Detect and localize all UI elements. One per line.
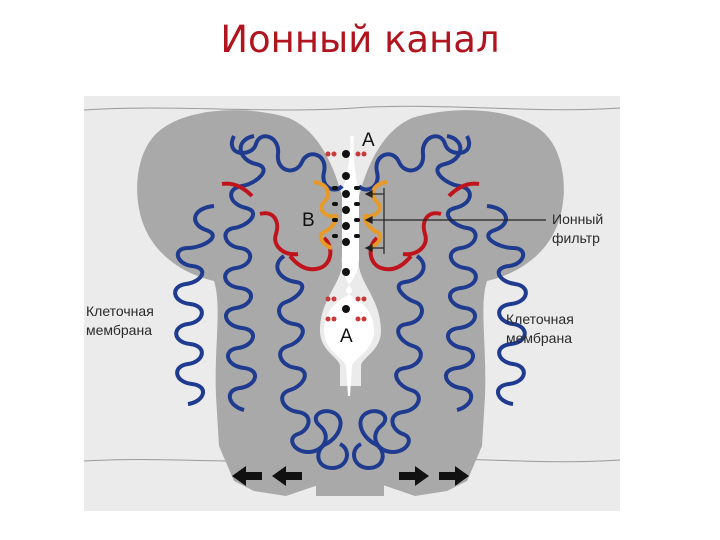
ion xyxy=(342,150,350,158)
filter-label-line1: Ионный xyxy=(552,211,603,227)
hydration-cavity xyxy=(325,296,367,322)
helix-left-outer xyxy=(173,204,215,406)
membrane-left-label-line2: мембрана xyxy=(86,322,152,338)
carbonyl xyxy=(332,234,338,238)
ion-channel-diagram: A B A Ионный фильтр Клеточная мембрана К… xyxy=(84,96,620,511)
water-molecule xyxy=(331,151,337,157)
filter-pointer xyxy=(364,188,546,254)
site-b-label: B xyxy=(302,210,315,231)
ion xyxy=(342,190,350,198)
ion xyxy=(342,268,350,276)
helix-right-pore xyxy=(352,254,426,471)
helix-right-outer xyxy=(486,204,528,406)
filter-arrowhead xyxy=(364,190,373,198)
ion xyxy=(342,238,350,246)
water-molecule xyxy=(355,296,361,302)
selectivity-filter-right xyxy=(362,180,388,250)
water-molecule xyxy=(361,296,367,302)
filter-carbonyls xyxy=(332,186,360,238)
ion xyxy=(342,305,350,313)
filter-arrowhead xyxy=(364,244,373,252)
page-title: Ионный канал xyxy=(220,18,500,61)
water-molecule xyxy=(361,316,367,322)
carbonyl xyxy=(332,218,338,222)
water-molecule xyxy=(355,316,361,322)
right-arrow-icon xyxy=(439,466,469,486)
selectivity-filter-left xyxy=(313,180,339,250)
ion-column xyxy=(342,150,350,313)
helix-left-top xyxy=(229,134,344,192)
membrane-right-label-line2: мембрана xyxy=(506,330,572,346)
right-arrow-icon xyxy=(399,466,429,486)
water-molecule xyxy=(331,316,337,322)
site-a-bottom-label: A xyxy=(340,326,353,347)
water-molecule xyxy=(325,296,331,302)
carbonyl xyxy=(332,186,338,190)
ion xyxy=(342,172,350,180)
water-molecule xyxy=(331,296,337,302)
helix-right-top xyxy=(357,134,472,192)
carbonyl xyxy=(354,218,360,222)
ion xyxy=(342,206,350,214)
hydration-top xyxy=(325,151,367,157)
membrane-boundary-top xyxy=(84,105,620,111)
membrane-left-label-line1: Клеточная xyxy=(86,303,154,319)
filter-label-line2: фильтр xyxy=(552,230,600,246)
gating-arrows xyxy=(232,466,469,486)
carbonyl xyxy=(354,186,360,190)
water-molecule xyxy=(355,151,361,157)
helix-left-pore xyxy=(275,254,349,471)
water-molecule xyxy=(325,316,331,322)
filter-arrowhead xyxy=(364,216,373,224)
carbonyl xyxy=(332,202,338,206)
water-molecule xyxy=(361,151,367,157)
membrane-right-label-line1: Клеточная xyxy=(506,311,574,327)
left-arrow-icon xyxy=(272,466,302,486)
carbonyl xyxy=(354,234,360,238)
carbonyl xyxy=(354,202,360,206)
site-a-top-label: A xyxy=(362,130,375,151)
ion xyxy=(342,222,350,230)
pore-lumen xyxy=(324,136,374,396)
water-molecule xyxy=(325,151,331,157)
left-arrow-icon xyxy=(232,466,262,486)
